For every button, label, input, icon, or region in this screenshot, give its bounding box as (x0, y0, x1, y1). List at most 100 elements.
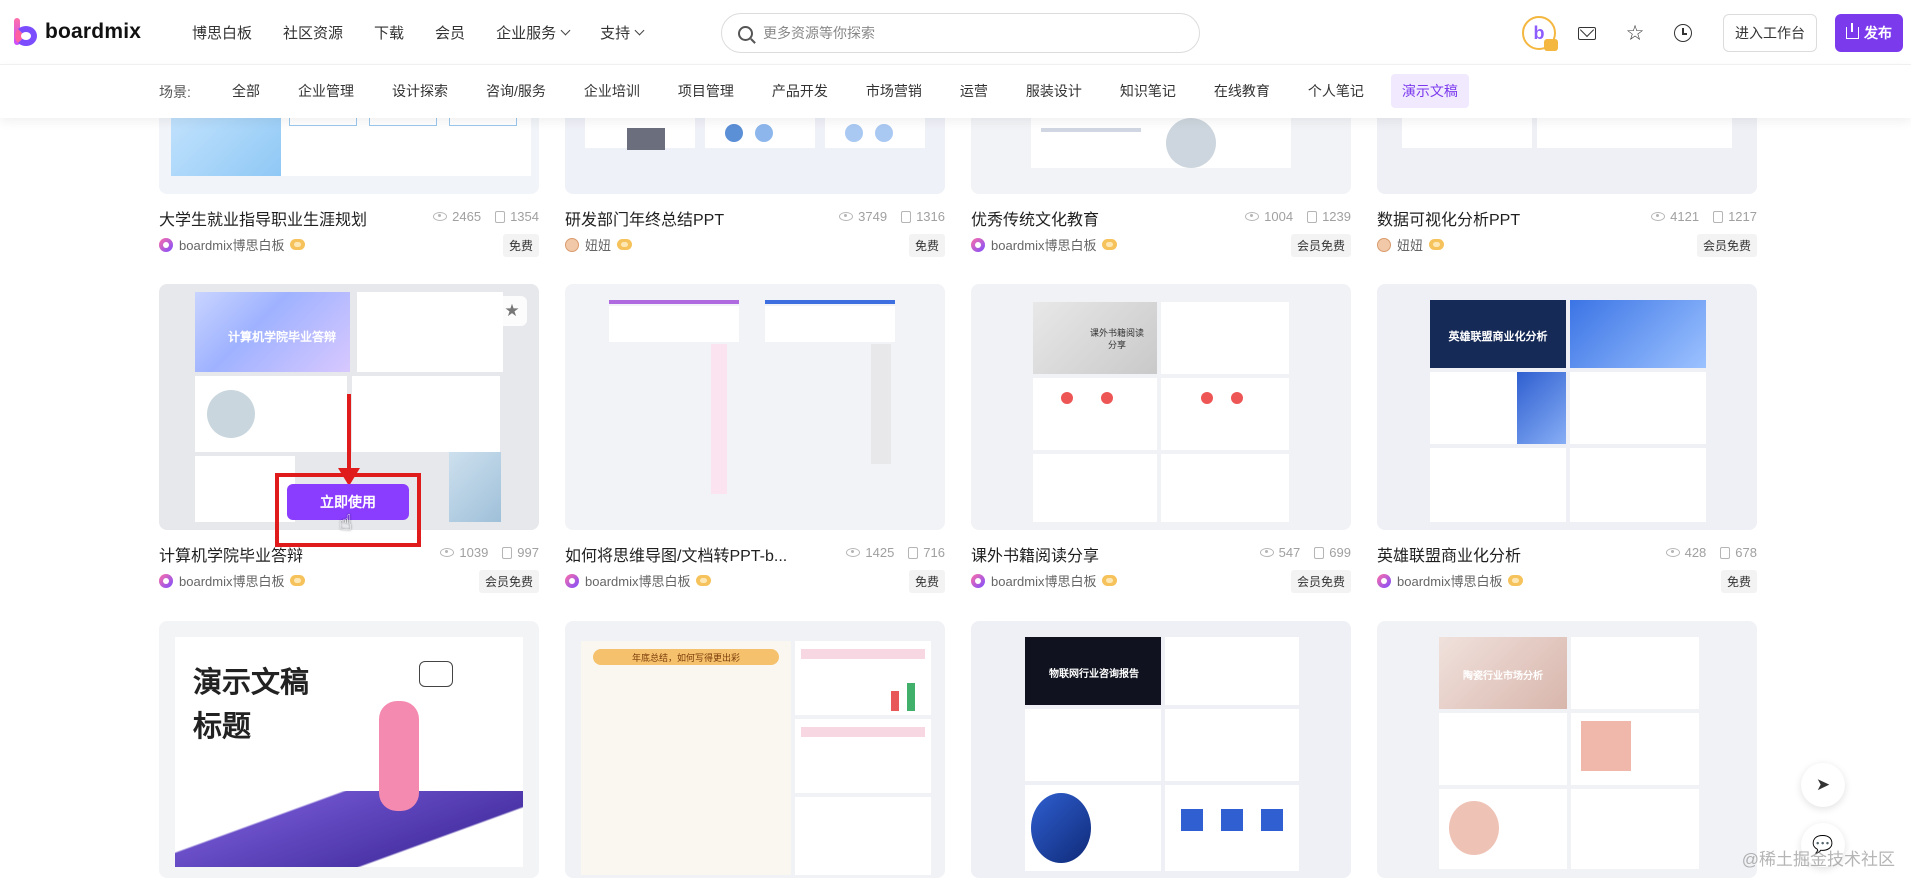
price-badge: 免费 (502, 234, 539, 257)
feedback-float-button[interactable]: 💬 (1801, 823, 1845, 867)
boardmix-avatar-icon (971, 237, 985, 252)
template-author[interactable]: boardmix博思白板 (159, 571, 306, 590)
copies-icon (1713, 210, 1724, 223)
scene-tab-knowledge-notes[interactable]: 知识笔记 (1119, 83, 1176, 99)
nav-community-resources[interactable]: 社区资源 (283, 25, 344, 42)
price-badge: 会员免费 (1696, 234, 1757, 257)
mail-icon (1578, 26, 1596, 40)
annotation-arrow (347, 394, 351, 469)
scene-tab-enterprise-training[interactable]: 企业培训 (583, 83, 640, 99)
scene-tab-consulting-services[interactable]: 咨询/服务 (486, 83, 546, 99)
views-icon (1259, 548, 1274, 557)
template-author[interactable]: boardmix博思白板 (159, 235, 306, 254)
template-thumbnail[interactable]: 英雄联盟商业化分析 (1377, 284, 1757, 530)
vip-badge-icon (696, 575, 712, 586)
scene-tab-online-education[interactable]: 在线教育 (1213, 83, 1270, 99)
scene-tab-enterprise-management[interactable]: 企业管理 (298, 83, 354, 99)
views-icon (839, 212, 854, 221)
template-author[interactable]: 妞妞 (565, 235, 633, 254)
user-avatar-icon (1377, 237, 1391, 252)
template-author[interactable]: boardmix博思白板 (971, 571, 1118, 590)
views-count: 1039 (459, 545, 489, 560)
template-author[interactable]: boardmix博思白板 (1377, 571, 1524, 590)
nav-support[interactable]: 支持 (600, 22, 645, 43)
publish-button[interactable]: 发布 (1835, 14, 1903, 52)
template-thumbnail[interactable]: 物联网行业咨询报告 (971, 621, 1351, 878)
copies-count: 1316 (916, 209, 945, 224)
template-title[interactable]: 优秀传统文化教育 (971, 212, 1100, 229)
history-button[interactable] (1671, 21, 1695, 45)
template-title[interactable]: 英雄联盟商业化分析 (1377, 548, 1522, 565)
template-thumbnail[interactable]: 演示文稿 标题 (159, 621, 539, 878)
favorites-button[interactable]: ☆ (1623, 21, 1647, 45)
template-author[interactable]: boardmix博思白板 (565, 571, 712, 590)
nav-enterprise-services[interactable]: 企业服务 (496, 22, 571, 43)
nav-boardmix-whiteboard[interactable]: 博思白板 (192, 25, 253, 42)
share-float-button[interactable]: ➤ (1801, 763, 1845, 807)
search-input[interactable] (763, 25, 1163, 41)
price-badge: 免费 (1720, 570, 1757, 593)
scene-tab-marketing[interactable]: 市场营销 (865, 83, 922, 99)
template-title[interactable]: 计算机学院毕业答辩 (159, 548, 304, 565)
vip-badge-icon (1102, 575, 1118, 586)
enter-workspace-button[interactable]: 进入工作台 (1723, 14, 1817, 52)
nav-membership[interactable]: 会员 (435, 25, 466, 42)
scene-tab-fashion-design[interactable]: 服装设计 (1025, 83, 1082, 99)
boardmix-avatar-icon (159, 573, 173, 588)
nav-download[interactable]: 下载 (374, 25, 405, 42)
scene-tab-operations[interactable]: 运营 (959, 83, 988, 99)
slide-title: 课外书籍阅读分享 (1089, 328, 1144, 350)
scene-tab-product-development[interactable]: 产品开发 (771, 83, 828, 99)
scene-tab-project-management[interactable]: 项目管理 (677, 83, 734, 99)
vip-badge-icon (1508, 575, 1524, 586)
slide-title: 陶瓷行业市场分析 (1463, 671, 1543, 682)
use-now-button[interactable]: 立即使用 (287, 484, 409, 520)
copies-count: 1239 (1322, 209, 1351, 224)
template-thumbnail[interactable]: 计算机学院毕业答辩 ★ (159, 284, 539, 530)
template-title[interactable]: 大学生就业指导职业生涯规划 (159, 212, 368, 229)
search-bar[interactable] (721, 13, 1200, 53)
boardmix-logo-icon (14, 18, 38, 46)
template-stats: 4121 1217 (1651, 209, 1757, 224)
chat-bubble-icon: 💬 (1812, 835, 1834, 854)
slide-title: 年底总结，如何写得更出彩 (631, 653, 740, 663)
template-stats: 1039 997 (440, 545, 539, 560)
boardmix-avatar-icon (1377, 573, 1391, 588)
scene-tab-presentations[interactable]: 演示文稿 (1390, 74, 1469, 108)
template-stats: 2465 1354 (433, 209, 539, 224)
slide-title-line1: 演示文稿 (193, 667, 310, 699)
template-thumbnail[interactable] (565, 284, 945, 530)
template-thumbnail[interactable]: 陶瓷行业市场分析 (1377, 621, 1757, 878)
scene-tab-all[interactable]: 全部 (232, 83, 260, 99)
template-author[interactable]: 妞妞 (1377, 235, 1445, 254)
template-author[interactable]: boardmix博思白板 (971, 235, 1118, 254)
vip-badge-icon (290, 575, 306, 586)
template-title[interactable]: 课外书籍阅读分享 (971, 548, 1100, 565)
template-title[interactable]: 如何将思维导图/文档转PPT-b... (565, 548, 788, 565)
user-avatar[interactable]: b (1522, 16, 1558, 51)
template-thumbnail[interactable]: 年底总结，如何写得更出彩 (565, 621, 945, 878)
views-icon (440, 548, 455, 557)
vip-badge-icon (617, 239, 633, 250)
copies-count: 1354 (510, 209, 539, 224)
favorite-star-button[interactable]: ★ (497, 296, 527, 326)
template-stats: 428 678 (1665, 545, 1757, 560)
template-thumbnail[interactable]: 课外书籍阅读分享 (971, 284, 1351, 530)
template-stats: 547 699 (1259, 545, 1351, 560)
messages-button[interactable] (1575, 21, 1599, 45)
hand-cursor-icon: ☝ (339, 510, 353, 535)
views-count: 3749 (858, 209, 888, 224)
copies-icon (495, 210, 506, 223)
template-title[interactable]: 研发部门年终总结PPT (565, 212, 725, 229)
vip-badge-icon (1429, 239, 1445, 250)
scene-tab-design-exploration[interactable]: 设计探索 (392, 83, 448, 99)
template-title[interactable]: 数据可视化分析PPT (1377, 212, 1521, 229)
boardmix-avatar-icon (971, 573, 985, 588)
scene-tab-personal-notes[interactable]: 个人笔记 (1307, 83, 1364, 99)
copies-count: 1217 (1728, 209, 1757, 224)
views-icon (433, 212, 448, 221)
vip-crown-icon (1544, 39, 1558, 51)
clock-icon (1674, 24, 1692, 42)
author-name: 妞妞 (1397, 238, 1424, 253)
boardmix-logo[interactable]: boardmix (14, 18, 141, 46)
